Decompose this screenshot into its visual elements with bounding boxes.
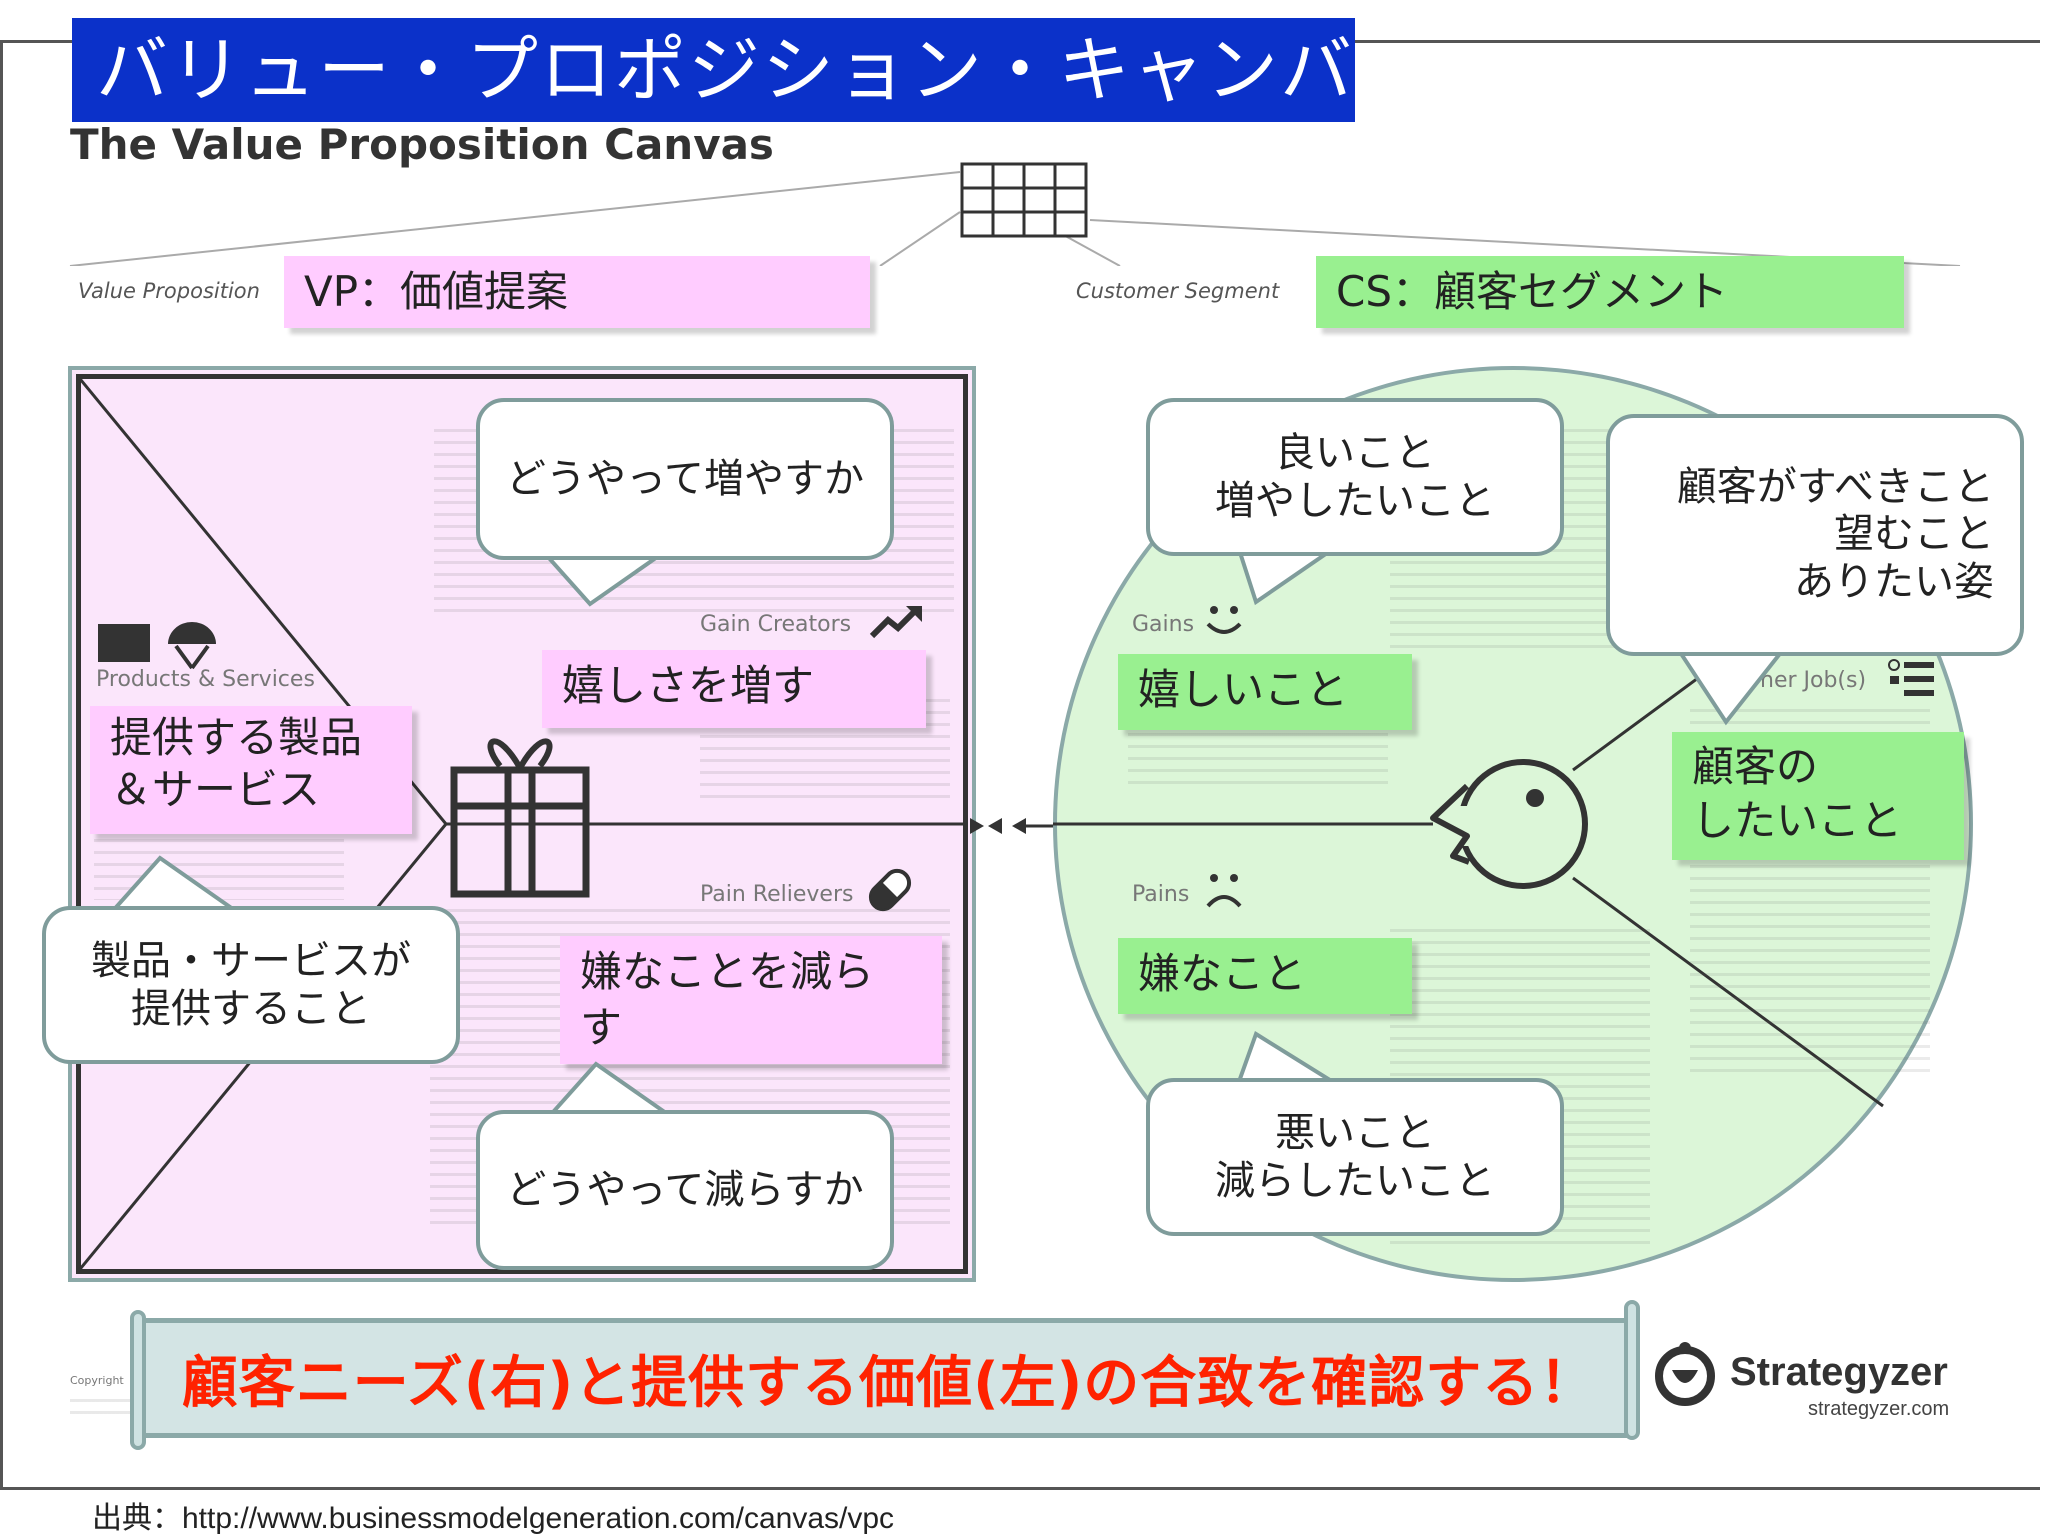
trend-up-icon: [869, 606, 922, 639]
strategyzer-logo-icon: [1655, 1342, 1715, 1406]
bubble-jobs-pointer: [1673, 646, 1789, 726]
pain-relievers-tag: 嫌なことを減ら す: [560, 936, 942, 1064]
banner-scroll-right: [1624, 1300, 1640, 1440]
bubble-pain-pointer: [543, 1061, 680, 1120]
brand-url[interactable]: strategyzer.com: [1808, 1398, 1950, 1420]
pains-label: Pains: [1132, 882, 1190, 907]
gain-creators-tag: 嬉しさを増す: [542, 650, 926, 728]
banner-scroll-left: [130, 1310, 146, 1450]
bubble-products-offer: 製品・サービスが 提供すること: [42, 906, 460, 1064]
copyright-fine-print: [70, 1390, 132, 1416]
bubble-pains-line1: 悪いこと: [1275, 1110, 1435, 1156]
products-label: Products & Services: [96, 667, 315, 692]
customer-jobs-tag: 顧客の したいこと: [1672, 732, 1964, 860]
cs-tag: CS：顧客セグメント: [1316, 256, 1904, 328]
products-tag-line1: 提供する製品: [110, 713, 363, 762]
bubble-gains-line2: 増やしたいこと: [1215, 478, 1495, 524]
bubble-products-line2: 提供すること: [131, 986, 371, 1032]
canvas-title: The Value Proposition Canvas: [70, 120, 774, 169]
bubble-how-increase: どうやって増やすか: [476, 398, 894, 560]
jobs-tag-line2: したいこと: [1692, 796, 1903, 845]
copyright-text: Copyright: [70, 1374, 124, 1387]
bubble-products-line1: 製品・サービスが: [91, 938, 411, 984]
slide-title: バリュー・プロポジション・キャンバス: [72, 18, 1355, 216]
frown-icon: [1206, 874, 1242, 908]
customer-jobs-label: ner Job(s): [1760, 668, 1867, 693]
bubble-products-pointer: [107, 855, 244, 914]
bubble-gains-line1: 良いこと: [1275, 430, 1435, 476]
pill-icon: [868, 868, 912, 912]
product-box-icon: [98, 624, 150, 662]
pain-tag-line2: す: [580, 1003, 623, 1052]
gain-creators-label: Gain Creators: [700, 612, 852, 637]
jobs-tag-line1: 顧客の: [1692, 742, 1819, 791]
cs-label: Customer Segment: [1076, 279, 1280, 303]
vp-tag: VP：価値提案: [284, 256, 870, 328]
pains-tag: 嫌なこと: [1118, 938, 1412, 1014]
pain-relievers-label: Pain Relievers: [700, 882, 854, 907]
vp-label: Value Proposition: [78, 279, 260, 303]
bubble-customer-wants: 顧客がすべきこと 望むこと ありたい姿: [1606, 414, 2024, 656]
products-tag: 提供する製品 ＆サービス: [90, 706, 412, 834]
bubble-bad-things: 悪いこと 減らしたいこと: [1146, 1078, 1564, 1236]
bubble-jobs-line3: ありたい姿: [1794, 558, 1994, 605]
bubble-how-reduce: どうやって減らすか: [476, 1110, 894, 1270]
bubble-good-things: 良いこと 増やしたいこと: [1146, 398, 1564, 556]
bubble-pains-line2: 減らしたいこと: [1215, 1158, 1495, 1204]
gains-label: Gains: [1132, 612, 1195, 637]
bubble-jobs-line1: 顧客がすべきこと: [1676, 464, 1994, 511]
source-citation: 出典：http://www.businessmodelgeneration.co…: [92, 1502, 895, 1535]
smile-icon: [1206, 606, 1242, 634]
header-connector-lines: [69, 162, 1961, 267]
fit-banner: 顧客ニーズ(右)と提供する価値(左)の合致を確認する！: [140, 1318, 1638, 1438]
brand-name: Strategyzer: [1730, 1350, 1948, 1394]
fit-arrows: [970, 818, 1064, 834]
gift-icon: [450, 738, 590, 898]
checklist-icon: [1888, 659, 1934, 696]
pain-tag-line1: 嫌なことを減ら: [580, 947, 875, 996]
gains-tag: 嬉しいこと: [1118, 654, 1412, 730]
bubble-pains-pointer: [1233, 1030, 1350, 1090]
products-tag-line2: ＆サービス: [110, 765, 321, 814]
bubble-jobs-line2: 望むこと: [1834, 511, 1994, 558]
service-cloche-icon: [168, 622, 216, 670]
